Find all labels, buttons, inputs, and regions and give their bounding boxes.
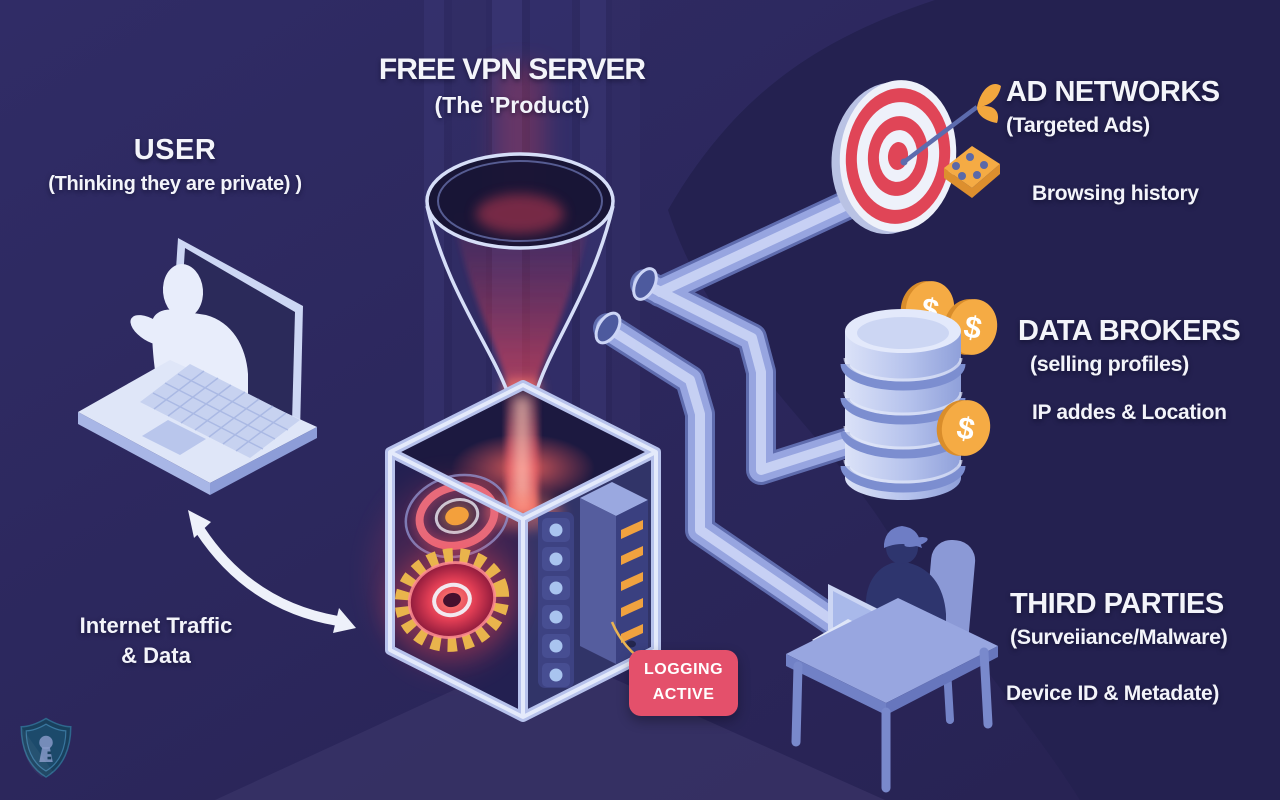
- domino-tile: [944, 146, 1000, 198]
- pipe-open-end: [632, 267, 658, 301]
- ad-networks-label-block: AD NETWORKS (Targeted Ads): [1006, 76, 1220, 138]
- ad-networks-title: AD NETWORKS: [1006, 76, 1220, 108]
- dartboard-target-icon: [831, 80, 1001, 234]
- mini-server-rack: [580, 482, 648, 664]
- badge-line1: LOGGING: [644, 661, 724, 678]
- logging-active-badge: LOGGING ACTIVE: [629, 650, 739, 716]
- third-parties-label-block: THIRD PARTIES (Surveiiance/Malware): [1010, 588, 1228, 650]
- third-parties-data-item: Device ID & Metadate): [1006, 682, 1220, 705]
- data-pipes: [593, 183, 893, 667]
- badge-line2: ACTIVE: [652, 685, 715, 703]
- internet-traffic-label: Internet Traffic & Data: [26, 611, 286, 670]
- traffic-line1: Internet Traffic: [79, 613, 233, 638]
- third-parties-subtitle: (Surveiiance/Malware): [1010, 625, 1228, 650]
- user-label-block: USER (Thinking they are private) ): [2, 134, 348, 196]
- vpn-server-box-icon: [370, 380, 661, 722]
- page-title: FREE VPN SERVER: [378, 53, 646, 86]
- data-brokers-label-block: DATA BROKERS (selling profiles): [1018, 315, 1241, 377]
- bidirectional-arrow-icon: [188, 510, 356, 633]
- data-brokers-title: DATA BROKERS: [1018, 315, 1241, 347]
- database-coins-icon: $ $ $: [840, 281, 998, 500]
- data-brokers-subtitle: (selling profiles): [1030, 352, 1189, 377]
- trackpad: [142, 420, 206, 455]
- person-at-desk-icon: [786, 526, 998, 793]
- shield-keyhole-icon: [20, 717, 72, 778]
- user-title: USER: [133, 134, 217, 166]
- background-dark-region: [668, 0, 1280, 800]
- laptop-user-icon: [78, 238, 317, 495]
- dart-arrow: [900, 84, 1001, 166]
- page-subtitle: (The 'Product): [434, 91, 590, 118]
- ad-networks-data-item: Browsing history: [1032, 182, 1199, 205]
- user-subtitle: (Thinking they are private) ): [48, 173, 302, 196]
- third-parties-title: THIRD PARTIES: [1010, 588, 1224, 620]
- box-frame: [385, 380, 661, 722]
- led-strip: [538, 512, 574, 688]
- traffic-line2: & Data: [121, 642, 191, 668]
- ad-networks-subtitle: (Targeted Ads): [1006, 113, 1150, 138]
- desk: [786, 598, 998, 793]
- background-light-wedge: [215, 648, 885, 800]
- diagram-title-block: FREE VPN SERVER (The 'Product): [332, 53, 692, 118]
- dollar-coin: $: [936, 400, 991, 456]
- pipe-open-end: [594, 311, 622, 345]
- gear-disc-icon: [390, 544, 514, 656]
- data-brokers-data-item: IP addes & Location: [1032, 401, 1227, 424]
